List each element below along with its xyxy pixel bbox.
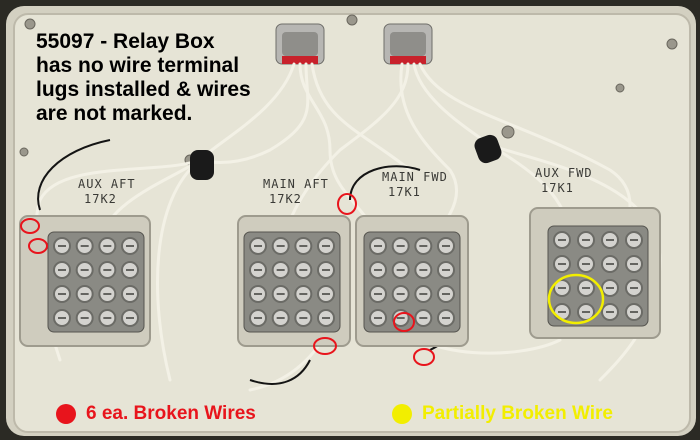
relay-label-main-fwd: MAIN FWD 17K1 (382, 170, 448, 200)
red-dot-icon (56, 404, 76, 424)
broken-wire-markers (20, 193, 435, 366)
relays (47, 225, 649, 333)
partially-broken-marker (547, 273, 605, 325)
relay-code: 17K1 (541, 181, 574, 195)
relay-code: 17K2 (84, 192, 117, 206)
relay-body (547, 225, 649, 327)
legend-broken: 6 ea. Broken Wires (56, 402, 256, 426)
legend-partial: Partially Broken Wire (392, 402, 613, 426)
legend-partial-label: Partially Broken Wire (422, 403, 613, 424)
photo-caption: 55097 - Relay Box has no wire terminal l… (36, 30, 306, 126)
broken-wire-marker (337, 193, 357, 215)
tie-bands (190, 134, 502, 180)
broken-wire-marker (313, 337, 337, 355)
relay-name: AUX AFT (78, 177, 136, 191)
caption-line: has no wire terminal (36, 54, 240, 77)
relay-name: AUX FWD (535, 166, 593, 180)
broken-wire-marker (28, 238, 48, 254)
relay-code: 17K2 (269, 192, 302, 206)
yellow-dot-icon (392, 404, 412, 424)
broken-wire-marker (393, 312, 415, 332)
relay-body (243, 231, 341, 333)
broken-wire-marker (413, 348, 435, 366)
mounting-screws (19, 14, 678, 166)
relay-label-aux-fwd: AUX FWD 17K1 (535, 166, 593, 196)
caption-line: 55097 - Relay Box (36, 30, 215, 53)
caption-line: are not marked. (36, 102, 193, 125)
relay-name: MAIN AFT (263, 177, 329, 191)
legend-broken-label: 6 ea. Broken Wires (86, 403, 256, 424)
relay-code: 17K1 (388, 185, 421, 199)
panel-edge (13, 13, 691, 433)
relay-body (47, 231, 145, 333)
relay-label-main-aft: MAIN AFT 17K2 (263, 177, 329, 207)
connector-right (383, 23, 433, 65)
connector-left (275, 23, 325, 65)
caption-line: lugs installed & wires (36, 78, 251, 101)
broken-wire-marker (20, 218, 40, 234)
relay-name: MAIN FWD (382, 170, 448, 184)
box-panel (14, 14, 690, 432)
relay-body (363, 231, 461, 333)
relay-label-aux-aft: AUX AFT 17K2 (78, 177, 136, 207)
